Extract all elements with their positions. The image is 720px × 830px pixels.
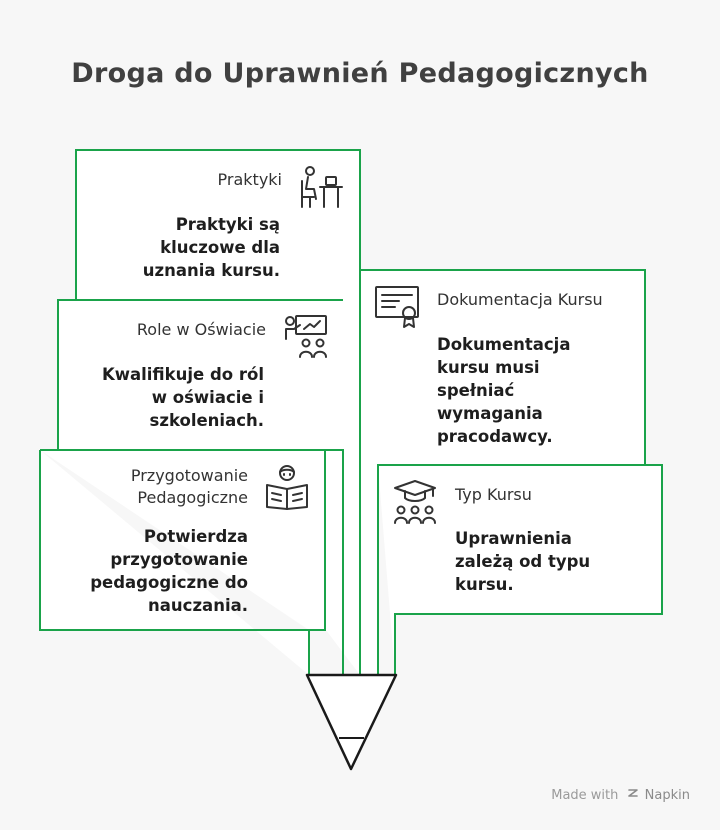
card-przygotowanie-body-line: Potwierdza bbox=[143, 527, 248, 546]
card-dokumentacja-body-line: spełniać bbox=[437, 381, 515, 400]
card-przygotowanie-body-line: nauczania. bbox=[148, 596, 248, 615]
card-przygotowanie-body: Potwierdza przygotowanie pedagogiczne do… bbox=[46, 525, 248, 617]
card-role-body-line: szkoleniach. bbox=[149, 411, 264, 430]
card-przygotowanie-frame bbox=[39, 449, 326, 675]
card-praktyki-body-line: Praktyki są bbox=[175, 215, 280, 234]
pencil-tip bbox=[305, 673, 398, 771]
card-przygotowanie-label-line: Pedagogiczne bbox=[137, 488, 248, 507]
reader-book-icon bbox=[263, 463, 311, 515]
graduate-class-icon bbox=[391, 478, 439, 530]
footer-prefix: Made with bbox=[551, 788, 619, 803]
card-dokumentacja-body: Dokumentacja kursu musi spełniać wymagan… bbox=[437, 333, 637, 448]
card-dokumentacja-body-line: kursu musi bbox=[437, 358, 540, 377]
card-typ-frame bbox=[377, 464, 663, 675]
desk-worker-icon bbox=[298, 163, 346, 215]
card-praktyki-body-line: uznania kursu. bbox=[142, 261, 280, 280]
card-typ-body-line: kursu. bbox=[455, 575, 514, 594]
card-praktyki-body: Praktyki są kluczowe dla uznania kursu. bbox=[80, 213, 280, 282]
card-role-body: Kwalifikuje do ról w oświacie i szkoleni… bbox=[64, 363, 264, 432]
card-dokumentacja-body-line: pracodawcy. bbox=[437, 427, 553, 446]
card-typ-body: Uprawnienia zależą od typu kursu. bbox=[455, 527, 655, 596]
footer-brand: Napkin bbox=[644, 788, 690, 803]
made-with-napkin-footer: Made with Napkin bbox=[551, 787, 690, 803]
card-role-body-line: Kwalifikuje do ról bbox=[101, 365, 264, 384]
certificate-icon bbox=[373, 283, 421, 335]
card-przygotowanie-body-line: przygotowanie bbox=[110, 550, 248, 569]
card-typ-label: Typ Kursu bbox=[455, 485, 532, 504]
card-typ-body-line: Uprawnienia bbox=[455, 529, 572, 548]
card-role-body-line: w oświacie i bbox=[151, 388, 264, 407]
card-praktyki-label: Praktyki bbox=[217, 170, 282, 189]
card-przygotowanie-label: Przygotowanie Pedagogiczne bbox=[60, 465, 248, 509]
page-title: Droga do Uprawnień Pedagogicznych bbox=[71, 58, 649, 89]
card-dokumentacja-body-line: wymagania bbox=[437, 404, 543, 423]
card-dokumentacja-label: Dokumentacja Kursu bbox=[437, 290, 603, 309]
presenter-audience-icon bbox=[282, 313, 330, 365]
card-role-label: Role w Oświacie bbox=[136, 320, 266, 339]
napkin-logo-icon bbox=[627, 787, 639, 803]
card-przygotowanie-body-line: pedagogiczne do bbox=[90, 573, 248, 592]
card-praktyki-body-line: kluczowe dla bbox=[160, 238, 280, 257]
card-przygotowanie-label-line: Przygotowanie bbox=[130, 466, 248, 485]
card-typ-body-line: zależą od typu bbox=[455, 552, 591, 571]
card-dokumentacja-body-line: Dokumentacja bbox=[437, 335, 571, 354]
